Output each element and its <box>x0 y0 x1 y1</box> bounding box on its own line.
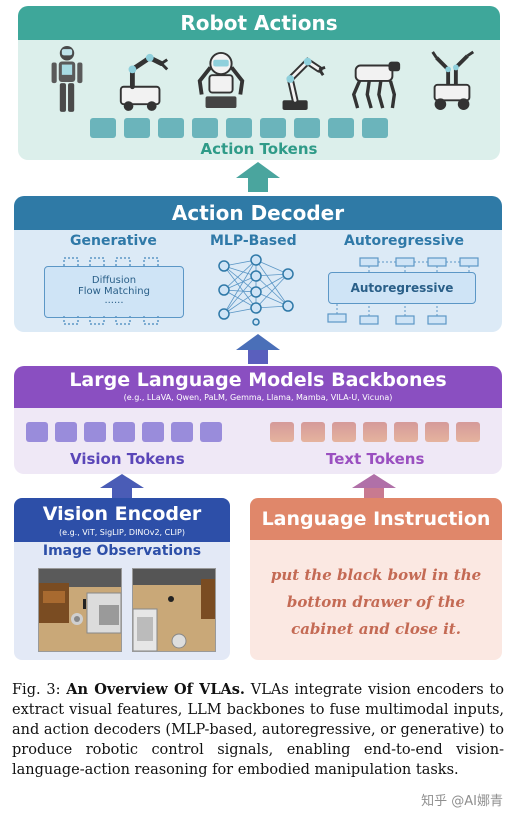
caption-bold-title: An Overview Of VLAs. <box>66 681 245 698</box>
action-token <box>328 118 354 138</box>
arrow-up-icon <box>100 474 144 498</box>
dual-arm-robot-icon <box>197 51 244 109</box>
robot-arm-icon <box>282 57 326 110</box>
text-token <box>425 422 449 442</box>
generative-line-dots: ...... <box>104 295 124 306</box>
action-token <box>158 118 184 138</box>
neural-network-icon <box>218 254 294 326</box>
text-token <box>301 422 325 442</box>
mobile-manipulator-icon <box>119 53 168 111</box>
wheeled-robot-icon <box>430 50 474 110</box>
text-token <box>270 422 294 442</box>
humanoid-robot-icon <box>51 46 82 112</box>
generative-title: Generative <box>70 233 157 249</box>
autoregressive-chain-diagram <box>327 257 479 325</box>
scene-image-right <box>132 568 216 652</box>
action-decoder-title: Action Decoder <box>14 196 502 230</box>
mlp-title: MLP-Based <box>210 233 297 249</box>
vision-token <box>142 422 164 442</box>
autoregressive-title: Autoregressive <box>344 233 465 249</box>
scene-image-left <box>38 568 122 652</box>
arrow-up-icon <box>236 334 280 364</box>
vision-token <box>55 422 77 442</box>
image-observations-label: Image Observations <box>42 543 202 559</box>
vision-tokens-label: Vision Tokens <box>70 450 185 468</box>
vision-token <box>200 422 222 442</box>
quadruped-robot-icon <box>351 61 400 109</box>
instruction-line-2: bottom drawer of the <box>286 593 466 611</box>
action-tokens-row <box>90 118 388 138</box>
robot-actions-panel <box>18 40 500 160</box>
llm-title: Large Language Models Backbones <box>69 369 447 391</box>
action-token <box>124 118 150 138</box>
vision-token <box>113 422 135 442</box>
vision-token <box>26 422 48 442</box>
text-tokens-row <box>270 422 480 442</box>
action-token <box>362 118 388 138</box>
action-token <box>294 118 320 138</box>
vision-encoder-examples: (e.g., ViT, SigLIP, DINOv2, CLIP) <box>59 528 185 537</box>
action-token <box>192 118 218 138</box>
vision-encoder-title: Vision Encoder <box>42 503 202 525</box>
caption-body: VLAs integrate vision encoders to extrac… <box>12 682 505 778</box>
text-token <box>332 422 356 442</box>
robot-icons-row <box>28 42 490 118</box>
text-token <box>456 422 480 442</box>
generative-dashed-markers <box>63 257 159 325</box>
arrow-up-icon <box>236 162 280 192</box>
llm-examples: (e.g., LLaVA, Qwen, PaLM, Gemma, Llama, … <box>123 393 393 402</box>
action-token <box>90 118 116 138</box>
text-tokens-label: Text Tokens <box>326 450 425 468</box>
generative-line-flow: Flow Matching <box>78 286 150 297</box>
instruction-text: put the black bowl in the bottom drawer … <box>258 562 494 643</box>
vision-encoder-header: Vision Encoder (e.g., ViT, SigLIP, DINOv… <box>14 498 230 542</box>
language-instruction-title: Language Instruction <box>250 498 502 540</box>
arrow-up-icon <box>352 474 396 498</box>
text-token <box>394 422 418 442</box>
instruction-line-3: cabinet and close it. <box>291 620 461 638</box>
caption-prefix: Fig. 3: <box>12 682 67 698</box>
autoregressive-box-label: Autoregressive <box>350 281 454 295</box>
text-token <box>363 422 387 442</box>
watermark: 知乎 @AI娜青 <box>421 794 503 809</box>
robot-actions-title: Robot Actions <box>18 6 500 40</box>
llm-header: Large Language Models Backbones (e.g., L… <box>14 366 502 408</box>
generative-box: Diffusion Flow Matching ...... <box>44 266 184 318</box>
action-token <box>226 118 252 138</box>
instruction-line-1: put the black bowl in the <box>270 566 482 584</box>
generative-line-diffusion: Diffusion <box>91 275 137 286</box>
vision-token <box>84 422 106 442</box>
action-tokens-label: Action Tokens <box>200 140 318 158</box>
vision-token <box>171 422 193 442</box>
autoregressive-box: Autoregressive <box>328 272 476 304</box>
figure-caption: Fig. 3: An Overview Of VLAs. VLAs integr… <box>12 680 504 780</box>
vision-tokens-row <box>26 422 222 442</box>
action-token <box>260 118 286 138</box>
language-instruction-panel <box>250 540 502 660</box>
